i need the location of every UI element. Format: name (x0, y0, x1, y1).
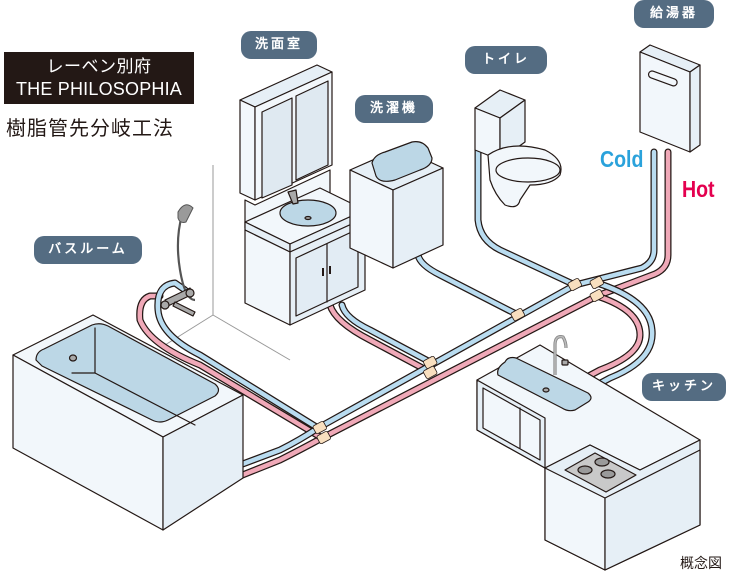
project-name-english: THE PHILOSOPHIA (15, 79, 183, 99)
label-kitchen: キッチン (642, 373, 726, 401)
bathtub (12, 314, 244, 531)
washroom-vanity (239, 64, 366, 326)
bath-faucet (160, 204, 196, 317)
pipe-joints (312, 276, 604, 445)
method-title: 樹脂管先分岐工法 (6, 116, 174, 140)
project-title-box: レーベン別府 THE PHILOSOPHIA (4, 52, 194, 104)
kitchen-counter (476, 335, 701, 571)
conceptual-diagram-caption: 概念図 (680, 556, 722, 572)
label-washroom: 洗面室 (241, 31, 317, 59)
water-heater (639, 44, 701, 153)
project-name: レーベン別府 (46, 57, 152, 77)
washing-machine (349, 141, 444, 269)
label-bathroom: バスルーム (34, 236, 142, 264)
label-toilet: トイレ (465, 46, 547, 74)
cold-pipe-label: Cold (600, 146, 644, 172)
hot-pipe-label: Hot (682, 176, 715, 202)
toilet (474, 89, 562, 208)
label-water-heater: 給湯器 (634, 0, 714, 28)
label-washing-machine: 洗濯機 (355, 95, 433, 123)
